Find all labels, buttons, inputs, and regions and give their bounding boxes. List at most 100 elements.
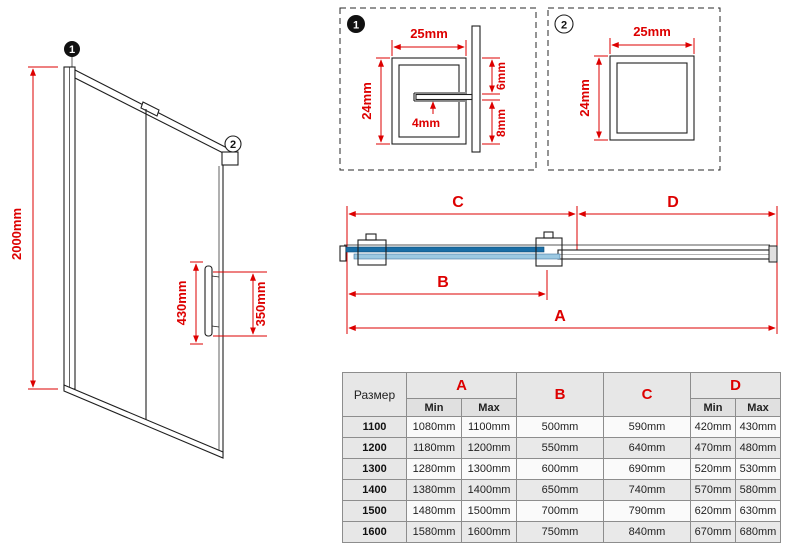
door-bottom-rail xyxy=(63,384,224,459)
size-column-header: Размер xyxy=(342,372,407,417)
handle-mount-top xyxy=(211,275,220,278)
d-min-cell: 520mm xyxy=(690,458,736,480)
left-roller-carriage xyxy=(357,239,387,266)
d-max-cell: 480mm xyxy=(735,437,781,459)
b-cell: 750mm xyxy=(516,521,604,543)
sliding-glass-panel xyxy=(345,246,545,253)
d-max-cell: 430mm xyxy=(735,416,781,438)
d-min-cell: 470mm xyxy=(690,437,736,459)
detail-1-marker-label: 1 xyxy=(353,20,359,32)
d-max-cell: 530mm xyxy=(735,458,781,480)
profile-detail-2: 2 25mm 24mm xyxy=(547,7,721,171)
mating-profile-hook xyxy=(415,93,473,101)
a-max-cell: 1500mm xyxy=(461,500,517,522)
c-cell: 640mm xyxy=(603,437,691,459)
a-max-cell: 1300mm xyxy=(461,458,517,480)
callout-marker-1-label: 1 xyxy=(69,44,75,56)
c-cell: 740mm xyxy=(603,479,691,501)
a-min-cell: 1280mm xyxy=(406,458,462,480)
detail-2-marker-label: 2 xyxy=(561,20,567,32)
a-min-cell: 1580mm xyxy=(406,521,462,543)
size-cell: 1400 xyxy=(342,479,407,501)
size-cell: 1600 xyxy=(342,521,407,543)
dim-a-label: A xyxy=(554,308,566,325)
size-cell: 1100 xyxy=(342,416,407,438)
col-b-header: B xyxy=(516,372,604,417)
callout-marker-2-label: 2 xyxy=(230,139,236,151)
detail-1-frame xyxy=(339,7,537,171)
d-max-cell: 680mm xyxy=(735,521,781,543)
d-min-cell: 670mm xyxy=(690,521,736,543)
size-cell: 1300 xyxy=(342,458,407,480)
col-c-header: C xyxy=(603,372,691,417)
square-profile-outer xyxy=(609,55,695,141)
detail-1-width-label: 25mm xyxy=(410,26,448,41)
door-handle xyxy=(204,265,213,337)
a-max-cell: 1200mm xyxy=(461,437,517,459)
table-row: 1300 1280mm 1300mm 600mm 690mm 520mm 530… xyxy=(342,458,781,480)
col-d-header: D xyxy=(690,372,781,399)
d-min-cell: 570mm xyxy=(690,479,736,501)
detail-1-slot-label: 4mm xyxy=(412,116,440,130)
mating-profile-strip xyxy=(471,25,481,153)
b-cell: 550mm xyxy=(516,437,604,459)
d-min-cell: 620mm xyxy=(690,500,736,522)
b-cell: 700mm xyxy=(516,500,604,522)
d-max-header: Max xyxy=(735,398,781,417)
wall-profile-end xyxy=(768,245,778,263)
detail-1-height-label: 24mm xyxy=(359,82,374,120)
handle-mount-bottom xyxy=(211,325,220,328)
a-min-cell: 1080mm xyxy=(406,416,462,438)
table-row: 1400 1380mm 1400mm 650mm 740mm 570mm 580… xyxy=(342,479,781,501)
right-roller xyxy=(543,231,554,239)
detail-2-height-label: 24mm xyxy=(577,79,592,117)
door-height-label: 2000mm xyxy=(9,208,24,260)
size-table: Размер A B C D Min Max Min Max 1100 1080… xyxy=(342,372,781,543)
detail-2-marker xyxy=(554,14,574,34)
detail-1-topgap-label: 6mm xyxy=(494,62,508,90)
a-max-header: Max xyxy=(461,398,517,417)
b-cell: 600mm xyxy=(516,458,604,480)
profile-detail-1: 1 25mm 24mm 4mm 6mm 8mm xyxy=(339,7,537,171)
table-row: 1500 1480mm 1500mm 700mm 790mm 620mm 630… xyxy=(342,500,781,522)
handle-outer-dim-label: 430mm xyxy=(174,281,189,326)
c-cell: 590mm xyxy=(603,416,691,438)
d-min-header: Min xyxy=(690,398,736,417)
callout-marker-2 xyxy=(224,135,242,153)
door-elevation-view: 1 2 2000mm 430mm 350mm xyxy=(9,41,268,459)
size-cell: 1500 xyxy=(342,500,407,522)
a-min-cell: 1480mm xyxy=(406,500,462,522)
left-roller xyxy=(365,233,377,241)
c-cell: 840mm xyxy=(603,521,691,543)
detail-2-width-label: 25mm xyxy=(633,24,671,39)
a-min-header: Min xyxy=(406,398,462,417)
detail-2-frame xyxy=(547,7,721,171)
col-a-header: A xyxy=(406,372,517,399)
square-profile-inner xyxy=(616,62,688,134)
rail-clip xyxy=(140,101,160,117)
dim-b-label: B xyxy=(437,274,449,291)
d-min-cell: 420mm xyxy=(690,416,736,438)
handle-inner-dim-label: 350mm xyxy=(253,282,268,327)
a-max-cell: 1600mm xyxy=(461,521,517,543)
d-max-cell: 580mm xyxy=(735,479,781,501)
c-cell: 690mm xyxy=(603,458,691,480)
table-row: 1100 1080mm 1100mm 500mm 590mm 420mm 430… xyxy=(342,416,781,438)
a-min-cell: 1180mm xyxy=(406,437,462,459)
dim-d-label: D xyxy=(667,194,679,211)
detail-1-marker xyxy=(347,15,365,33)
callout-marker-1 xyxy=(64,41,80,57)
roller-bracket xyxy=(221,151,239,166)
dim-c-label: C xyxy=(452,194,464,211)
a-max-cell: 1100mm xyxy=(461,416,517,438)
top-section-view: C D B A xyxy=(339,194,778,334)
table-row: 1600 1580mm 1600mm 750mm 840mm 670mm 680… xyxy=(342,521,781,543)
size-cell: 1200 xyxy=(342,437,407,459)
d-max-cell: 630mm xyxy=(735,500,781,522)
wall-profile-left xyxy=(339,245,347,262)
a-min-cell: 1380mm xyxy=(406,479,462,501)
c-cell: 790mm xyxy=(603,500,691,522)
fixed-glass-panel xyxy=(353,253,561,260)
